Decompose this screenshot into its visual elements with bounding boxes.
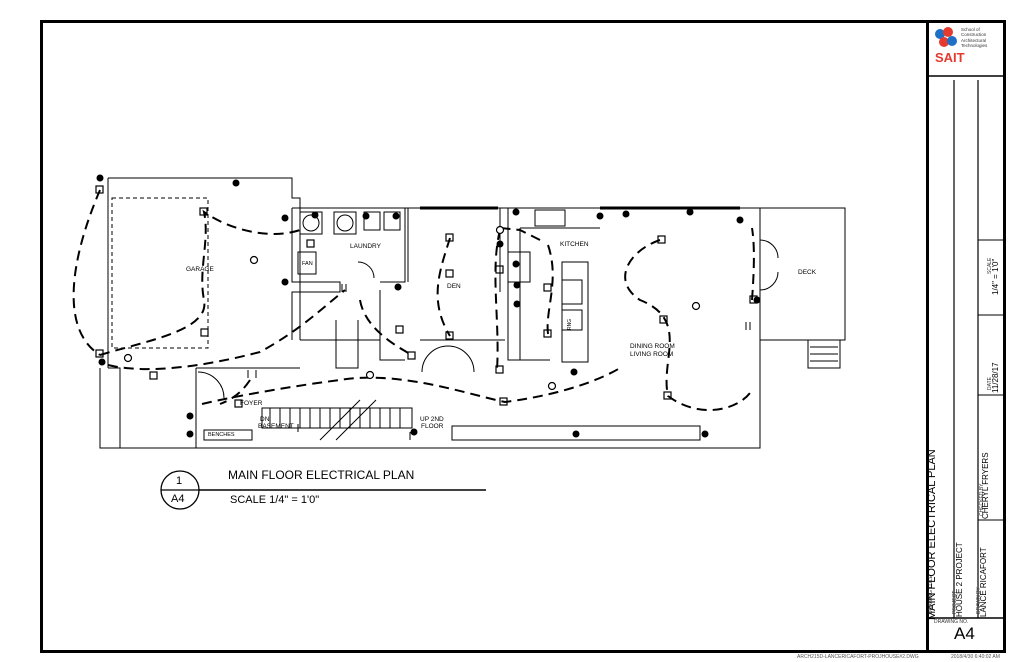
footer-timestamp: 2018/4/30 6:40:02 AM — [951, 654, 1000, 660]
tb-drawing-no-value: A4 — [954, 624, 975, 643]
logo-brand: SAIT — [935, 50, 965, 65]
room-deck: DECK — [798, 269, 817, 276]
tb-drawing-no-label: DRAWING NO. — [934, 619, 969, 625]
room-laundry: LAUNDRY — [350, 243, 381, 250]
drawing-title: MAIN FLOOR ELECTRICAL PLAN — [228, 468, 415, 482]
room-fan: FAN — [302, 261, 313, 267]
stair-down-basement: BASEMENT — [258, 423, 294, 430]
tb-drawing-title-value: MAIN FLOOR ELECTRICAL PLAN — [926, 449, 938, 620]
logo-line-4: Technologies — [961, 43, 988, 48]
tb-scale-value: 1/4" = 1'0" — [991, 258, 1000, 295]
title-block-divider — [926, 20, 929, 653]
stair-up-floor: FLOOR — [421, 423, 444, 430]
tb-date-value: 11/28/17 — [991, 362, 1000, 393]
room-garage: GARAGE — [186, 266, 214, 273]
footer-file: ARCH215D-LANCERICAFORT-PROJHOUSE#2.DWG — [797, 654, 919, 660]
logo-line-2: Construction — [961, 32, 987, 37]
drawing-sheet-border — [40, 20, 1006, 653]
sait-logo-icon — [935, 27, 957, 47]
room-dining: DINING ROOM — [630, 343, 675, 350]
drawing-scale: SCALE 1/4" = 1'0" — [230, 494, 320, 506]
tb-checked-value: CHERYL FRYERS — [981, 452, 990, 519]
room-foyer: FOYER — [240, 400, 263, 407]
tb-drawn-value: LANCE RICAFORT — [979, 547, 988, 617]
garage-wall — [108, 177, 301, 340]
stair-up-label: UP 2ND — [420, 416, 444, 423]
room-living: LIVING ROOM — [630, 351, 674, 358]
callout-sheet: A4 — [171, 493, 185, 505]
stair-down-label: DN — [260, 416, 270, 423]
room-kitchen: KITCHEN — [560, 241, 589, 248]
callout-number: 1 — [176, 475, 183, 487]
range-label: RNG — [567, 318, 573, 330]
logo-line-1: School of — [961, 27, 980, 32]
room-den: DEN — [447, 283, 461, 290]
deck-outline — [760, 207, 846, 341]
tb-project-value: HOUSE 2 PROJECT — [955, 542, 964, 617]
garage-door-outline — [111, 197, 209, 349]
benches-label: BENCHES — [208, 432, 235, 438]
logo-line-3: Architectural — [961, 38, 987, 43]
